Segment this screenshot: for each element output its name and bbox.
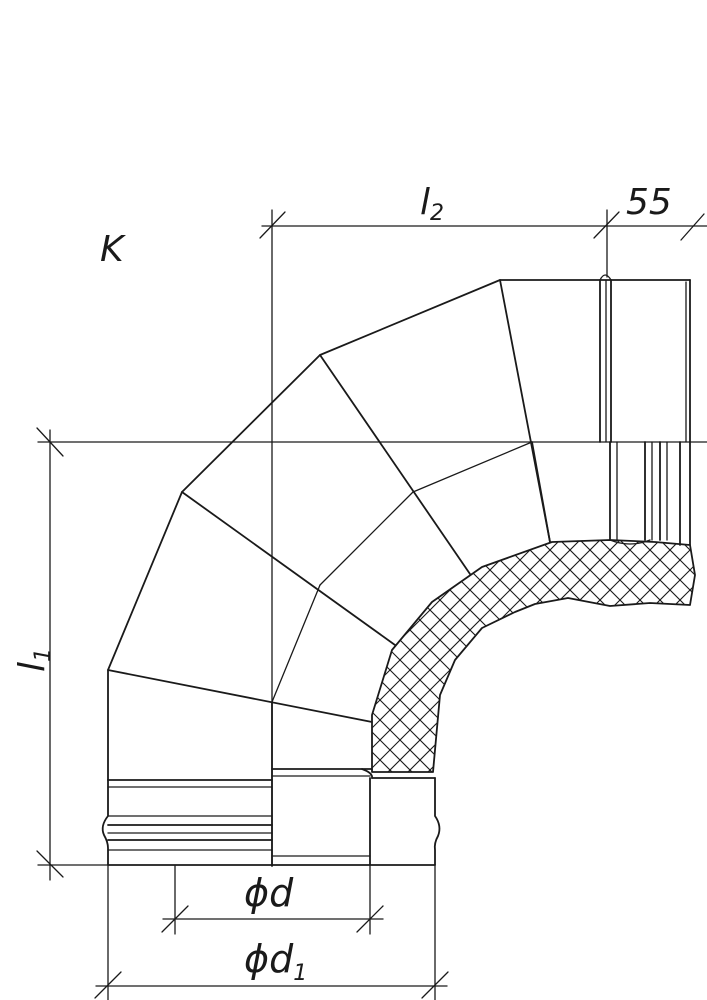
hatch-line [539,540,695,772]
d-label: ϕd [244,871,294,915]
hatch-line [579,540,695,772]
d-label-phi: ϕ [244,871,269,915]
hatch-line [372,540,695,772]
d-right-tick [356,905,384,933]
inner-joint-b [319,491,414,586]
d-left-tick [161,905,189,933]
d1-left-tick [94,971,122,999]
insulation-outline [371,539,696,773]
hatch-line [499,540,695,772]
hatch-line [372,540,695,772]
l2-label-main: l [420,182,430,223]
bottom-inner-pipe [271,768,441,866]
hatch-line [372,540,661,772]
hatch-line [372,540,695,772]
hatch-line [372,540,695,772]
right-socket [531,274,691,546]
hatch-line [679,540,695,772]
view-label-k: K [100,229,126,270]
l2-right-tick [593,211,620,239]
hatch-line [679,540,695,772]
d1-label-sub: 1 [293,961,307,986]
hatch-line [372,540,695,772]
hatch-line [372,540,695,772]
hatch-line [372,540,695,772]
insulation-section [371,400,707,900]
hatch-line [479,540,695,772]
hatch-line [372,540,695,772]
hatch-line [372,540,695,772]
d1-label: ϕd1 [244,937,307,986]
d1-label-phi: ϕ [244,937,269,981]
hatch-line [499,540,695,772]
hatch-line [372,540,695,772]
hatch-line [519,540,695,772]
d-label-main: d [269,871,294,915]
hatch-line [372,540,695,772]
hatch-line [599,540,695,772]
hatch-line [372,540,695,772]
collar-left-edge [101,779,109,866]
socket-lower-outline [531,441,551,543]
hatch-line [379,540,695,772]
hatch-line [539,540,695,772]
hatch-line [399,540,695,772]
hatch-line [519,540,695,772]
hatch-line [559,540,695,772]
hatch-line [579,540,695,772]
segment-joint-2 [181,491,396,646]
outer-contour [107,279,691,781]
hatch-line [459,540,695,772]
l1-label-main: l [12,662,53,672]
elbow-outer-body [107,279,691,867]
d1-label-main: d [269,937,294,981]
l1-bottom-tick [36,850,64,878]
l2-label: l2 [420,182,444,226]
hatch-line [479,540,695,772]
hatch-line [379,540,695,772]
hatch-line [372,540,681,772]
dimension-lines [36,209,707,1000]
hatch-line [559,540,695,772]
socket-lower-bead [609,539,651,545]
l1-label-sub: 1 [31,648,56,662]
hatch-line [619,540,695,772]
dim55-right-tick [680,213,705,241]
hatch-line [639,540,695,772]
d1-right-tick [421,971,449,999]
segment-joint-3 [319,354,471,575]
inner-pipe-bead [361,768,373,779]
l2-left-tick [259,211,286,239]
hatch-line [619,540,695,772]
labels: K l2 55 l1 ϕd ϕd1 [12,182,672,986]
l1-label: l1 [12,648,56,672]
segment-joint-1 [107,669,373,723]
l2-label-sub: 2 [430,201,444,226]
outer-pipe-right-edge [433,777,441,866]
hatch-line [700,400,707,900]
bottom-collar [101,779,273,866]
l1-label-group: l1 [12,648,56,672]
socket-top-bead [599,274,612,281]
hatch-line [639,540,695,772]
dim55-label: 55 [626,182,672,223]
l1-top-tick [36,427,64,457]
hatch-line [599,540,695,772]
inner-joint-c [412,441,533,493]
inner-joint-a [271,584,321,703]
hatch-line [399,540,695,772]
hatch-line [459,540,695,772]
hatch-line [700,400,707,900]
hatch-line [372,540,695,772]
insulation-hatching [372,400,707,900]
